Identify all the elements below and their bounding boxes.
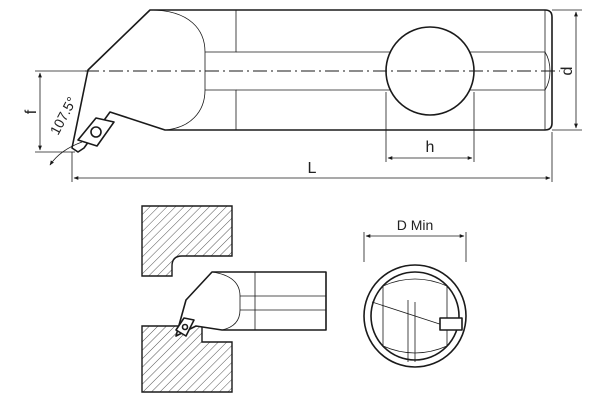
bore-section-view	[141, 205, 327, 393]
main-view: d f 107.5° h L	[23, 9, 582, 182]
dim-L-label: L	[308, 160, 317, 177]
end-insert	[439, 317, 463, 331]
workpiece-upper	[141, 205, 233, 277]
dim-f-label: f	[23, 109, 40, 114]
bar-flat	[382, 278, 448, 354]
workpiece-lower	[141, 325, 233, 393]
angle-arc	[49, 141, 83, 166]
dim-d-label: d	[559, 67, 576, 76]
end-view: D Min	[363, 217, 467, 368]
shank-outline	[71, 9, 553, 153]
insert-screw	[90, 126, 102, 138]
dim-D-min-label: D Min	[397, 217, 434, 233]
dim-h-label: h	[426, 139, 435, 156]
small-bar	[175, 271, 327, 337]
